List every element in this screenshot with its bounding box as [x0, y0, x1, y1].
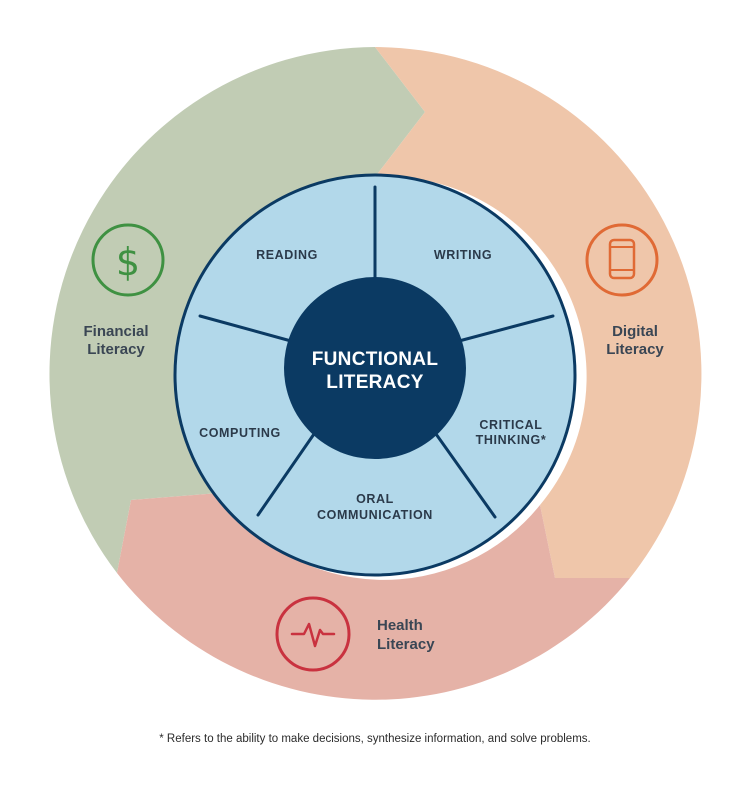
financial-literacy-line1: Financial	[83, 323, 148, 340]
skill-reading: READING	[256, 248, 318, 262]
skill-oral-communication-line1: ORAL	[356, 492, 394, 506]
health-segment	[117, 493, 630, 700]
digital-segment	[375, 47, 702, 578]
core-label-line1: FUNCTIONAL	[312, 349, 439, 370]
financial-literacy-line2: Literacy	[87, 341, 145, 358]
skill-computing: COMPUTING	[199, 426, 281, 440]
skill-oral-communication-line2: COMMUNICATION	[317, 508, 433, 522]
divider-lower-left	[256, 432, 316, 517]
heartbeat-icon	[275, 596, 351, 672]
divider-left	[198, 314, 293, 343]
divider-lower-right	[434, 432, 497, 519]
health-literacy-line2: Literacy	[377, 636, 435, 653]
ring-dividers	[198, 185, 555, 519]
footnote: * Refers to the ability to make decision…	[159, 733, 591, 745]
core-label-line2: LITERACY	[326, 372, 423, 393]
dollar-icon: $	[91, 223, 165, 297]
health-literacy-line1: Health	[377, 617, 423, 634]
skill-critical-thinking-line1: CRITICAL	[479, 418, 542, 432]
skill-critical-thinking-line2: THINKING*	[476, 433, 547, 447]
phone-icon	[585, 223, 659, 297]
functional-literacy-core	[284, 277, 466, 459]
divider-right	[457, 314, 555, 343]
digital-literacy-line1: Digital	[612, 323, 658, 340]
svg-text:$: $	[116, 240, 140, 284]
skill-writing: WRITING	[434, 248, 492, 262]
digital-literacy-line2: Literacy	[606, 341, 664, 358]
